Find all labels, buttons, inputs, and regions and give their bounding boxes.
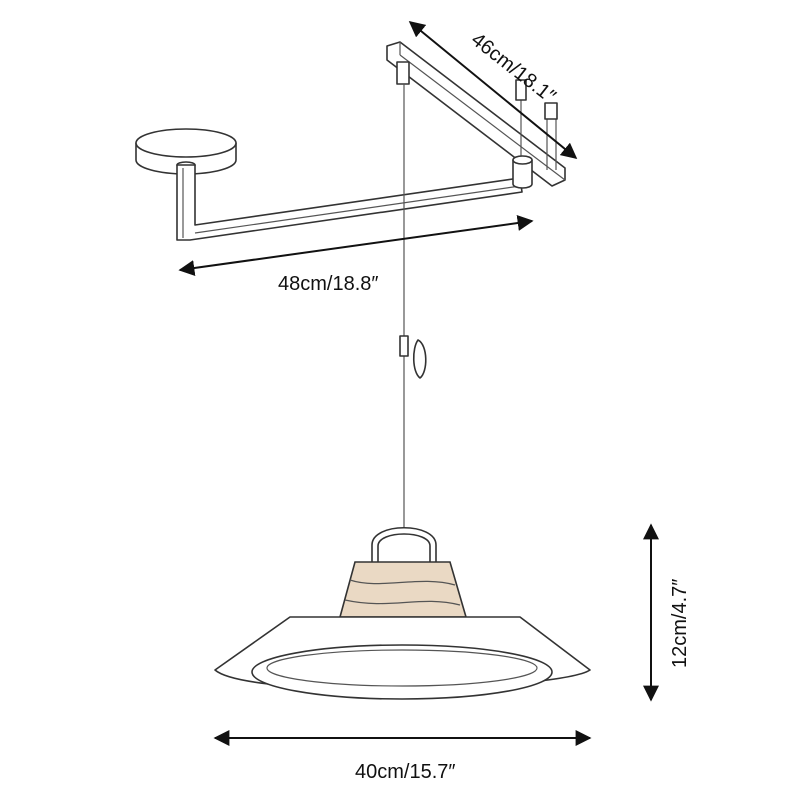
- lamp-shade: [214, 527, 591, 700]
- pendant-cable: [399, 84, 427, 528]
- shade-diameter-label: 40cm/15.7″: [355, 761, 455, 783]
- arm-length-arrow: [178, 215, 534, 276]
- shade-height-label: 12cm/4.7″: [669, 579, 691, 668]
- rail-length-label: 46cm/18.1″: [467, 29, 560, 108]
- ceiling-rail: [386, 41, 566, 189]
- arm-length-label: 48cm/18.8″: [278, 273, 378, 295]
- ceiling-canopy: [135, 128, 237, 175]
- rail-length-arrow: [408, 20, 578, 160]
